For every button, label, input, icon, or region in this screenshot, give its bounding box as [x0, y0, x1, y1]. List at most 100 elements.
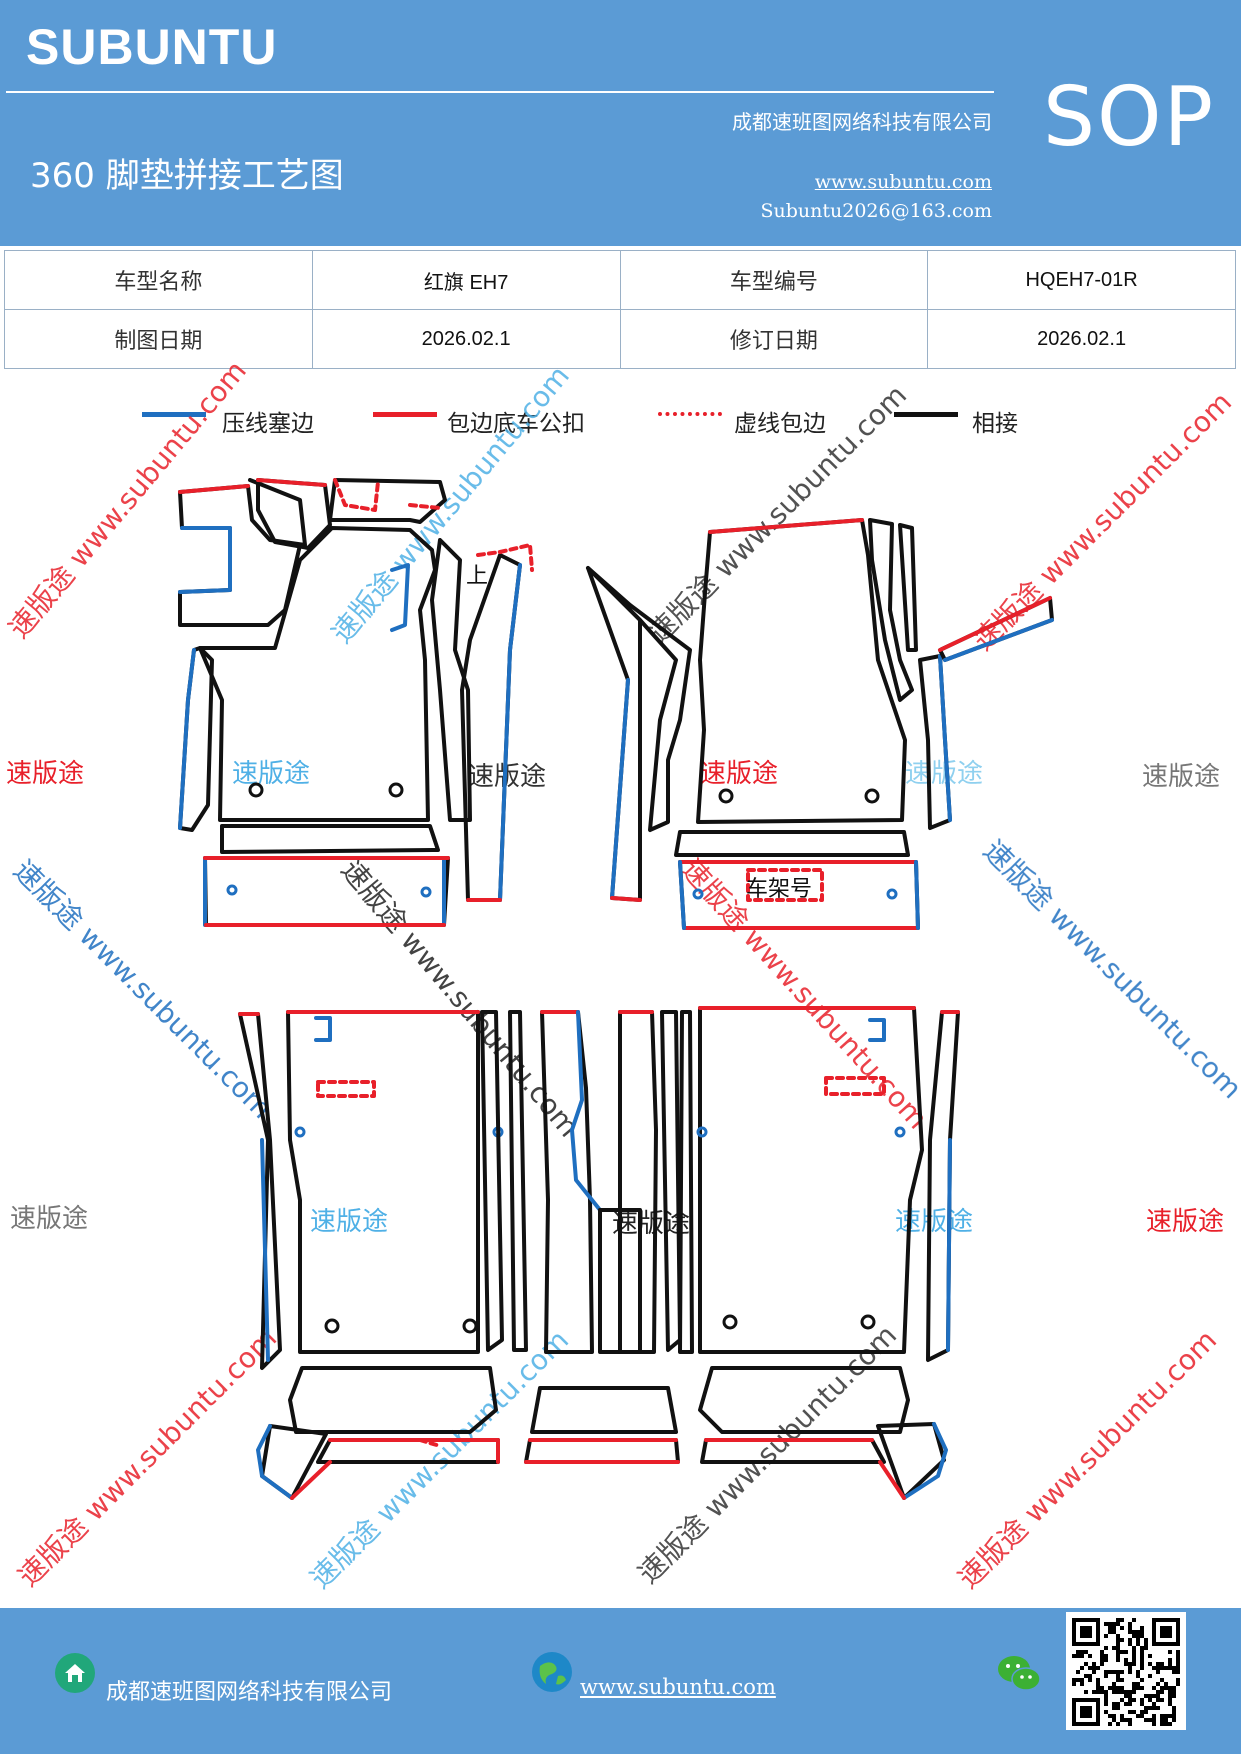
watermark-text: 速版途 www.subuntu.com: [335, 853, 586, 1143]
front-right-mat-set: 车架号: [586, 518, 1054, 930]
mat-piece: [178, 490, 302, 627]
mounting-hole: [722, 1314, 738, 1330]
mat-edge: [328, 1438, 500, 1464]
mounting-hole: [248, 782, 264, 798]
mat-piece: [698, 1366, 910, 1434]
wechat-icon: [996, 1654, 1042, 1694]
mat-edge: [824, 1076, 886, 1096]
mat-edge: [178, 526, 232, 594]
watermark-text: 速版途 www.subuntu.com: [977, 834, 1241, 1106]
home-icon: [54, 1652, 96, 1694]
mat-edge: [610, 896, 642, 902]
watermark-text: 速版途: [6, 759, 84, 789]
mat-edge: [390, 563, 410, 632]
watermark-text: 速版途: [1142, 762, 1220, 792]
watermark-text: 速版途 www.subuntu.com: [325, 359, 576, 649]
rear-mat-set: [238, 1006, 960, 1500]
mat-edge: [902, 1422, 948, 1500]
piece-label-top: 上: [466, 564, 488, 589]
mounting-hole: [388, 782, 404, 798]
watermark-text: 速版途 www.subuntu.com: [12, 1321, 284, 1593]
header-divider: [6, 91, 994, 93]
mat-piece: [678, 1010, 694, 1354]
watermark-text: 速版途: [895, 1207, 973, 1237]
mat-edge: [333, 478, 380, 512]
mat-edge: [256, 1424, 294, 1500]
mat-piece: [586, 566, 692, 832]
table-cell: 制图日期: [4, 309, 313, 369]
mat-edge: [256, 478, 327, 487]
header-company: 成都速班图网络科技有限公司: [732, 110, 992, 134]
mat-piece: [460, 553, 522, 902]
legend-swatch-black: [894, 412, 958, 417]
mounting-hole: [692, 888, 704, 900]
table-row: 车型名称 红旗 EH7 车型编号 HQEH7-01R: [4, 250, 1236, 310]
watermark-text: 速版途: [310, 1207, 388, 1237]
footer-website-link[interactable]: www.subuntu.com: [580, 1675, 776, 1699]
mounting-hole: [894, 1126, 906, 1138]
watermark-text: 速版途 www.subuntu.com: [632, 1318, 904, 1590]
legend-swatch-red-dashed: [658, 412, 722, 416]
mat-edge: [498, 563, 522, 902]
legend-label: 相接: [972, 411, 1018, 437]
mounting-hole: [420, 886, 432, 898]
mounting-hole: [860, 1314, 876, 1330]
mounting-hole: [886, 888, 898, 900]
qr-code: [1066, 1612, 1186, 1730]
watermark-text: 速版途: [700, 759, 778, 789]
header-website-link[interactable]: www.subuntu.com: [814, 171, 992, 193]
mat-edge: [290, 1460, 332, 1500]
mat-piece: [480, 1010, 504, 1352]
vehicle-info-table: 车型名称 红旗 EH7 车型编号 HQEH7-01R 制图日期 2026.02.…: [4, 250, 1236, 369]
mat-piece: [696, 518, 907, 824]
legend-label: 虚线包边: [734, 411, 826, 437]
mounting-hole: [696, 1126, 708, 1138]
mat-piece: [288, 1366, 498, 1434]
mat-piece: [876, 1422, 946, 1500]
mat-edge: [708, 518, 864, 534]
footer-company: 成都速班图网络科技有限公司: [106, 1680, 393, 1705]
mat-piece: [674, 830, 910, 857]
mat-piece: [698, 1006, 924, 1354]
legend-label: 压线塞边: [222, 411, 314, 437]
mat-piece: [926, 1010, 960, 1362]
watermark-text: 速版途: [1146, 1207, 1224, 1237]
mat-piece: [540, 1010, 594, 1354]
watermark-text: 速版途: [232, 759, 310, 789]
mat-piece: [868, 518, 914, 702]
mounting-hole: [864, 788, 880, 804]
legend-swatch-blue: [142, 412, 206, 417]
mat-piece: [508, 1010, 528, 1352]
watermark-text: 速版途: [905, 759, 983, 789]
floor-mat-diagram: 速版途 速版途 速版途 速版途 速版途 速版途 速版途 速版途 速版途 速版途 …: [2, 354, 1241, 1595]
table-cell: 车型编号: [619, 250, 929, 310]
header-banner: [0, 0, 1241, 246]
brand-logo: SUBUNTU: [26, 19, 278, 75]
mat-piece: [524, 1438, 680, 1464]
mounting-hole: [718, 788, 734, 804]
mat-piece: [238, 1012, 282, 1370]
watermark-text: 速版途: [10, 1204, 88, 1234]
watermark-text: 速版途 www.subuntu.com: [952, 1323, 1224, 1595]
mat-edge: [570, 1010, 602, 1212]
mat-piece: [660, 1010, 682, 1352]
watermark-text: 速版途 www.subuntu.com: [304, 1323, 576, 1595]
document-title: 360 脚垫拼接工艺图: [30, 156, 344, 196]
mat-edge: [878, 1460, 906, 1500]
mat-edge: [938, 654, 952, 822]
mat-edge: [868, 1018, 886, 1042]
piece-label-frame-number: 车架号: [746, 877, 812, 902]
mat-piece: [530, 1386, 678, 1434]
watermark-text: 速版途 www.subuntu.com: [2, 354, 253, 644]
mat-edge: [914, 860, 920, 930]
table-row: 制图日期 2026.02.1 修订日期 2026.02.1: [4, 309, 1236, 369]
mat-piece: [430, 538, 472, 822]
mat-edge: [610, 678, 630, 900]
mat-edge: [746, 868, 824, 902]
mounting-hole: [294, 1126, 306, 1138]
table-cell: 修订日期: [619, 309, 929, 369]
mat-piece: [286, 1010, 480, 1354]
mat-edge: [178, 648, 196, 830]
table-cell: 车型名称: [4, 250, 313, 310]
front-left-mat-set: 上: [178, 478, 534, 927]
